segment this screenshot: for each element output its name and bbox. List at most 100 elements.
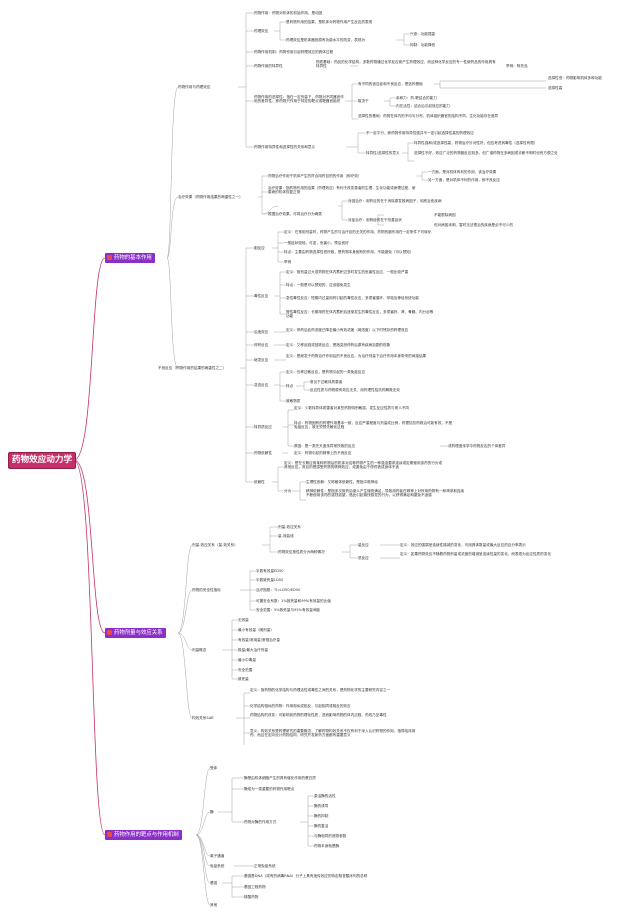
normal-immune-system[interactable]: 正常免疫系统	[254, 864, 276, 868]
nucleic-acid-drugs[interactable]: 核酸药物	[244, 895, 259, 899]
gene[interactable]: 基因	[210, 881, 218, 885]
dose-effect-curve[interactable]: 量-效曲线	[278, 534, 294, 538]
selectivity-def[interactable]: 药物作用的选择性：指在一定剂量下，药物对不同器官作用的差异性。即药物只作用于特定…	[254, 95, 344, 104]
high-specificity-note[interactable]: 特异性强和/或选择性高，药物治疗针对性好，但应考虑其毒性（选择性有限）	[414, 141, 538, 145]
not-parallel[interactable]: 不一定平行，即药物作用特异性强并不一定引起选择性高的药理效应	[366, 131, 474, 135]
significance[interactable]: 特异性/选择性的意义	[366, 151, 400, 155]
therapy-purpose[interactable]: 药物治疗作用于机体产生的符合用药目的的作用（即疗效）	[268, 174, 362, 178]
sar[interactable]: 构效关系SAR	[192, 716, 214, 720]
action-and-effect[interactable]: 药物作用与药理效应	[178, 85, 211, 89]
ld50[interactable]: 半数致死量LD50	[256, 578, 284, 582]
symptomatic-therapy[interactable]: 对症治疗：用药目的在于改善症状	[348, 218, 402, 222]
residual-effect[interactable]: 后遗效应	[254, 330, 269, 334]
dose-concepts[interactable]: 剂量概念	[192, 648, 207, 652]
chronic-toxic[interactable]: 慢性毒性反应：长期用药在体内蓄积后逐渐发生的毒性反应，多损害肝、肾、骨髓、内分泌…	[286, 310, 434, 319]
allergic-unrelated[interactable]: 反应性质与药物原有效应无关，用药理性拮抗药解救无效	[310, 388, 400, 392]
specificity[interactable]: 药物作用的特异性	[254, 64, 283, 68]
pharmacological-effect[interactable]: 药理效应	[254, 29, 269, 33]
genetic-engineering-drugs[interactable]: 基因工程药物	[244, 885, 266, 889]
side-def[interactable]: 定义：在常用剂量时，药物产生的与治疗目的无关的作用，药物的副作用在一定条件下可转…	[284, 230, 432, 234]
dependence-types[interactable]: 分为	[284, 489, 292, 493]
drug-action-def[interactable]: 药物作用：药物对机体的初始作用，是动因	[254, 11, 323, 15]
enzyme[interactable]: 酶	[210, 810, 214, 814]
sensitizer[interactable]: 致敏物质	[286, 399, 301, 403]
graded-response[interactable]: 量反应	[358, 543, 369, 547]
side-example[interactable]: 举例	[284, 260, 292, 264]
gene-def[interactable]: 基因是DNA（或有的病毒RNA）分子上具有遗传效应的特定核苷酸序列的总称	[244, 874, 368, 878]
branch-target-mechanism[interactable]: 药物作用的靶点与作用机制	[105, 830, 182, 840]
drug-is-enzyme[interactable]: 药物本身就是酶	[314, 844, 340, 848]
effect-result[interactable]: 是药物作用的结果，是机体对药物作用产生反应的表现	[286, 20, 373, 24]
enzyme-action-modes[interactable]: 药物对酶的作用方式	[244, 820, 277, 824]
structure-change[interactable]: 药物结构的改变：可影响到药物的理化性质，进而影响药物的体内过程、药效乃至毒性	[250, 713, 387, 717]
enzyme-inhibition[interactable]: 酶的抑制	[314, 814, 329, 818]
therapeutic-index[interactable]: 治疗指数：TI=LD50/ED50	[256, 588, 301, 592]
specificity-basis[interactable]: 物质基础：药品的化学结构，多数药物通过化学反应而产生药理效应，而这种化学反应的专…	[316, 60, 496, 69]
drug-dependence[interactable]: 药物依赖性	[254, 451, 272, 455]
branch-dose-effect[interactable]: 药物剂量与效应关系	[105, 628, 166, 638]
safe-range[interactable]: 安全范围	[238, 668, 253, 672]
quantal-def[interactable]: 定义：如果药物效应不随着药物剂量或浓度的增减呈连续性量的变化，而表现为反应性质的…	[400, 552, 551, 556]
enzyme-reactivation[interactable]: 酶的复活	[314, 824, 329, 828]
intrinsic-activity[interactable]: 内在活性：结合后引起效应的能力	[396, 104, 450, 108]
toxic-reaction[interactable]: 毒性反应	[254, 294, 269, 298]
allergic-constitution[interactable]: 常见于过敏体质患者	[310, 380, 343, 384]
minimum-effective-dose[interactable]: 最小有效量（阈剂量）	[238, 628, 274, 632]
idiosyncrasy[interactable]: 特异质反应	[254, 425, 272, 429]
etiological-therapy[interactable]: 对因治疗：用药目的在于消除原发致病因子，彻底治愈疾病	[348, 199, 442, 203]
low-selectivity[interactable]: 选择性低：药物影响机体多种功能	[548, 76, 602, 80]
toxic-def[interactable]: 定义：指剂量过大或药物在体内蓄积过多时发生的危害性反应，一般比较严重	[286, 270, 409, 274]
beneficial-side[interactable]: 一方面，是对机体有利的作用，该治疗效果	[428, 170, 497, 174]
toxic-features[interactable]: 特点：一般是可以预知的，应该避免发生	[286, 283, 351, 287]
side-reaction[interactable]: 副反应	[254, 246, 265, 250]
specificity-selectivity-relation[interactable]: 药物作用特异性和选择性的关系和意义	[254, 145, 316, 149]
dependence[interactable]: 依赖性	[254, 480, 265, 484]
residual-def[interactable]: 定义：停药后血药浓度已降至最小有效浓度（阈浓度）以下时残存的药理效应	[286, 328, 409, 332]
excitation[interactable]: 兴奋：功能提高	[410, 32, 436, 36]
enzyme-target[interactable]: 酶成为一类重要的药物作用靶点	[244, 787, 295, 791]
enzyme-substrate[interactable]: 与酶相同的底物参数	[314, 834, 347, 838]
acute-toxic[interactable]: 急性毒性反应：短期内过量用药引起的毒性反应，多损害循环、呼吸及神经系统功能	[286, 296, 419, 300]
graded-def[interactable]: 定义：效应的强弱呈连续性增减的变化，可用具体数量或最大反应的百分率表示	[400, 543, 526, 547]
side-features[interactable]: 特点：主要由药物选择性低所致，是药物本身固有的作用，不能避免（可以预知）	[284, 250, 414, 254]
sar-significance[interactable]: 意义：构效关系是药理研究的重要概念，了解药物构效关系不仅有利于深入认识药物的作用…	[250, 729, 416, 738]
secondary-def[interactable]: 定义：是继发于药物治疗作用后的不良反应，为治疗剂量下治疗作用本身带来的间接结果	[286, 354, 427, 358]
idiosyncrasy-def[interactable]: 定义：少数特异体质患者对某些药物特别敏感，发生反应性质与常人不同	[294, 406, 409, 410]
safety-margin[interactable]: 安全范围：5%致死量与95%有效量间距	[256, 608, 321, 612]
dependence-def[interactable]: 定义：药物引起的精神上的不良反应	[294, 451, 352, 455]
selectivity-foundation[interactable]: 选择性的基础：药物在体内的不均匀分布，机体组织器官的结构不同，生化功能存在差异	[358, 114, 499, 118]
quantal-response[interactable]: 质反应	[358, 556, 369, 560]
ion-channel[interactable]: 离子通道	[210, 854, 225, 858]
max-dose[interactable]: 极量/最大治疗剂量	[238, 648, 268, 652]
therapeutic-effect-def[interactable]: 治疗效果：指药物作用的结果（药理效应）有利于改变患者的生理、生化功能或病理过程，…	[268, 186, 416, 195]
inhibition[interactable]: 抑制：功能降低	[410, 43, 436, 47]
low-selectivity-note[interactable]: 选择性不好，效应广泛的药物副反应较多，但广谱药物在多病因或诊断不明时也有方便之处	[414, 151, 558, 155]
idiosyncrasy-cause[interactable]: 原因：是一类先天遗传异常所致的反应	[294, 444, 356, 448]
idiosyncrasy-features[interactable]: 特点：药物固有的药理作用基本一致，反应严重程度与剂量成比例，药理拮抗药救治可能有…	[294, 421, 453, 430]
withdrawal-reaction[interactable]: 停药反应	[254, 343, 269, 347]
withdrawal-def[interactable]: 定义：又称反跳或回跃反应，是指突然停药后原有疾病加剧的现象	[286, 343, 391, 347]
dose-effect-relation[interactable]: 剂量-效应关系（量-效关系）	[192, 543, 238, 547]
certain-safety-factor[interactable]: 可靠安全系数：1%致死量和99%有效量的比值	[256, 599, 331, 603]
selectivity-basis-of-choice[interactable]: 有不同的适应症和不良反应，是选药基础	[358, 82, 423, 86]
receptor[interactable]: 受体	[210, 766, 218, 770]
affinity[interactable]: 亲和力：药-靶结合的能力	[396, 96, 437, 100]
ineffective-dose[interactable]: 无效量	[238, 618, 249, 622]
effect-level-change[interactable]: 药理效应是机体器官原有功能水平的改变，表现为	[286, 38, 366, 42]
side-mild[interactable]: 一般症状较轻，可逆，危害小，预后良好	[284, 241, 349, 245]
enzyme-induction[interactable]: 酶的诱导	[314, 804, 329, 808]
adverse-reaction[interactable]: 不良反应（药物作用的结果的两重性之二）	[158, 366, 227, 370]
ed50[interactable]: 半数有效量ED50	[256, 569, 284, 573]
enzyme-activation[interactable]: 激活酶的活性	[314, 794, 336, 798]
physical-dependence[interactable]: 生理性依赖：又称躯体依赖性，是指中枢神经	[306, 480, 378, 484]
dose-effect-term[interactable]: 剂量-效应关系	[278, 525, 301, 529]
therapeutic-effect[interactable]: 治疗效果（药物作用结果的两重性之一）	[178, 195, 243, 199]
therapy-types[interactable]: 根据治疗效果，可将治疗分为两类	[268, 212, 322, 216]
minimum-toxic-dose[interactable]: 最小中毒量	[238, 658, 256, 662]
lethal-dose[interactable]: 致死量	[238, 677, 249, 681]
sar-def[interactable]: 定义：指药物的化学结构与药理活性或毒性之间的关系，是药物化学的主要研究内容之一	[250, 688, 391, 692]
atropine-example[interactable]: 举例：阿托品	[506, 64, 528, 68]
necessary-for-unknown[interactable]: 但对病因未明、暂时无法根治的疾病是必不可少的	[434, 223, 514, 227]
others[interactable]: 其他	[210, 903, 218, 907]
branch-basic-action[interactable]: 药物的基本作用	[105, 253, 155, 263]
